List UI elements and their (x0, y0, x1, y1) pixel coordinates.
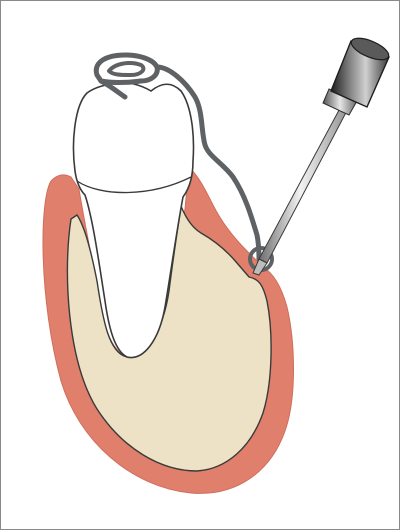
wire-inner-loop (109, 63, 143, 75)
instrument-shaft (259, 99, 351, 263)
wire-loop (96, 55, 157, 83)
dental-instrument (253, 34, 392, 275)
